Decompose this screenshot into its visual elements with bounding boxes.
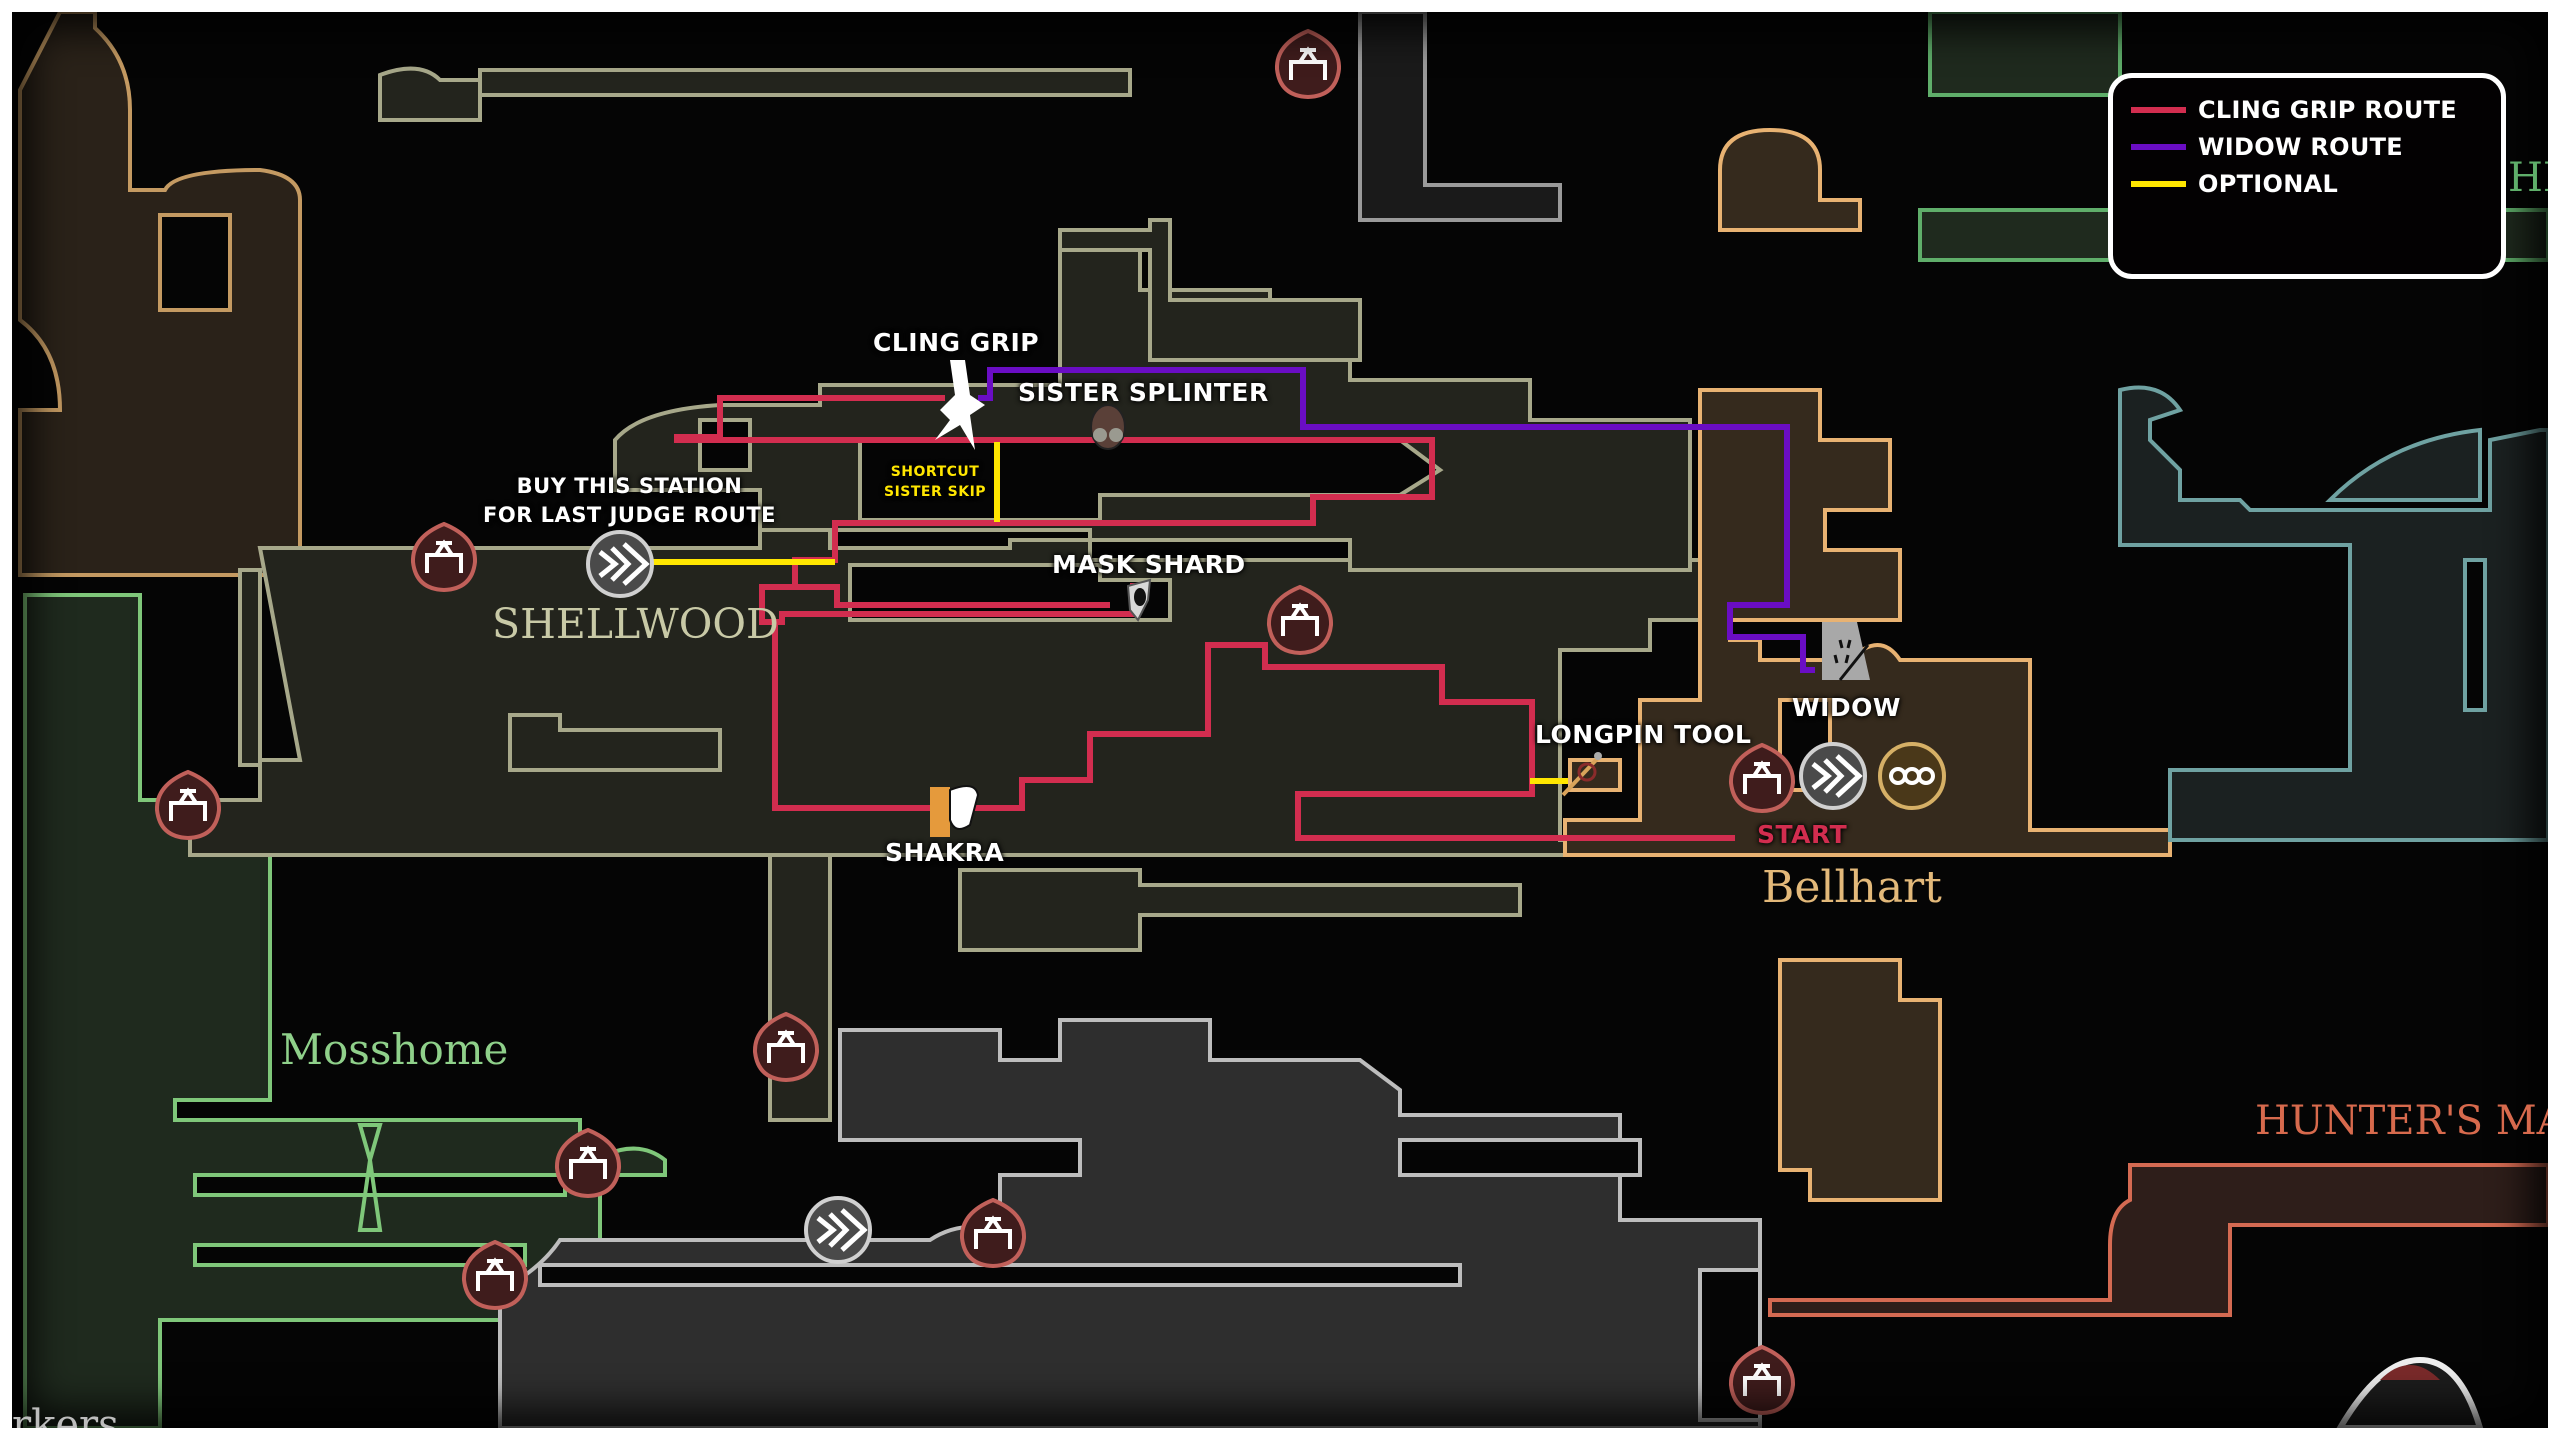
region-shellwood-north	[378, 66, 1362, 362]
bench-icon[interactable]	[1266, 584, 1334, 656]
legend-swatch-optional	[2131, 181, 2186, 187]
label-start: START	[1757, 820, 1848, 849]
bench-glyph	[425, 539, 463, 573]
route-cling-segment-top	[674, 395, 1435, 608]
longpin-tool-icon[interactable]	[1561, 752, 1602, 797]
label-shakra: SHAKRA	[885, 838, 1005, 867]
legend-swatch-widow	[2131, 144, 2186, 150]
label-shortcut-sister-skip: SHORTCUT SISTER SKIP	[884, 462, 986, 502]
legend-label-widow: WIDOW ROUTE	[2198, 133, 2403, 161]
sister-splinter-icon[interactable]	[1090, 404, 1126, 450]
bench-glyph	[1289, 46, 1327, 80]
bench-icon[interactable]	[1728, 1344, 1796, 1416]
bench-icon[interactable]	[410, 521, 478, 593]
route-legend: CLING GRIP ROUTE WIDOW ROUTE OPTIONAL	[2108, 73, 2506, 279]
bench-icon[interactable]	[1728, 742, 1796, 814]
legend-item-cling-grip: CLING GRIP ROUTE	[2131, 95, 2457, 125]
bench-icon[interactable]	[461, 1239, 529, 1311]
bench-icon[interactable]	[959, 1197, 1027, 1269]
bench-icon[interactable]	[1274, 28, 1342, 100]
legend-label-optional: OPTIONAL	[2198, 170, 2339, 198]
bench-glyph	[767, 1029, 805, 1063]
cling-grip-icon[interactable]	[935, 360, 985, 450]
region-teal-east	[2118, 385, 2548, 842]
bench-glyph	[1743, 1362, 1781, 1396]
region-shellwood	[188, 248, 1702, 1122]
bench-icon[interactable]	[154, 769, 222, 841]
area-label-mosshome: Mosshome	[280, 1025, 509, 1074]
widow-icon[interactable]	[1822, 622, 1870, 681]
bell-beast-station-bellhart-icon[interactable]	[1799, 742, 1867, 810]
route-optional	[648, 442, 1568, 784]
bench-glyph	[169, 787, 207, 821]
bench-icons	[154, 28, 1796, 1416]
region-grey-south	[498, 1018, 1762, 1428]
label-sister-splinter: SISTER SPLINTER	[1018, 378, 1269, 407]
label-buy-station-line2: FOR LAST JUDGE ROUTE	[483, 503, 777, 527]
region-bellhart	[1563, 127, 2172, 1202]
legend-item-widow: WIDOW ROUTE	[2131, 132, 2403, 162]
legend-label-cling: CLING GRIP ROUTE	[2198, 96, 2457, 124]
region-grey-north	[1358, 12, 1562, 222]
route-widow	[978, 367, 1815, 673]
shakra-icon[interactable]	[930, 785, 980, 837]
region-brown-west	[18, 12, 302, 577]
bench-glyph	[974, 1215, 1012, 1249]
label-buy-station-line1: BUY THIS STATION	[516, 474, 743, 498]
label-cling-grip: CLING GRIP	[873, 328, 1040, 357]
bell-beast-station-south-icon[interactable]	[804, 1196, 872, 1264]
region-hunters-march	[1768, 1163, 2548, 1317]
area-label-bellhart: Bellhart	[1762, 862, 1942, 913]
label-shortcut-line1: SHORTCUT	[890, 464, 980, 480]
legend-swatch-cling	[2131, 107, 2186, 113]
label-shortcut-line2: SISTER SKIP	[884, 484, 987, 500]
label-longpin-tool: LONGPIN TOOL	[1535, 720, 1752, 749]
shop-icon[interactable]	[1878, 742, 1946, 810]
world-map[interactable]	[12, 12, 2548, 1428]
bell-beast-station-shellwood-icon[interactable]	[586, 530, 654, 598]
bench-glyph	[569, 1145, 607, 1179]
boss-marker-partial-icon	[2336, 1356, 2484, 1428]
bench-glyph	[476, 1257, 514, 1291]
mask-shard-icon[interactable]	[1126, 578, 1152, 622]
bench-icon[interactable]	[752, 1011, 820, 1083]
bench-glyph	[1743, 760, 1781, 794]
route-cling-grip	[674, 395, 1735, 841]
label-widow: WIDOW	[1792, 693, 1901, 722]
area-label-hunters-march: HUNTER'S MA	[2255, 1098, 2548, 1144]
legend-item-optional: OPTIONAL	[2131, 169, 2338, 199]
route-cling-segment-connector	[759, 584, 795, 625]
area-label-right-partial: HI	[2508, 155, 2548, 201]
bench-glyph	[1281, 602, 1319, 636]
label-buy-station: BUY THIS STATION FOR LAST JUDGE ROUTE	[483, 472, 776, 530]
label-mask-shard: MASK SHARD	[1052, 550, 1246, 579]
area-label-shellwood: SHELLWOOD	[492, 600, 779, 648]
area-label-bottom-partial: rkers	[12, 1402, 119, 1428]
bench-icon[interactable]	[554, 1127, 622, 1199]
